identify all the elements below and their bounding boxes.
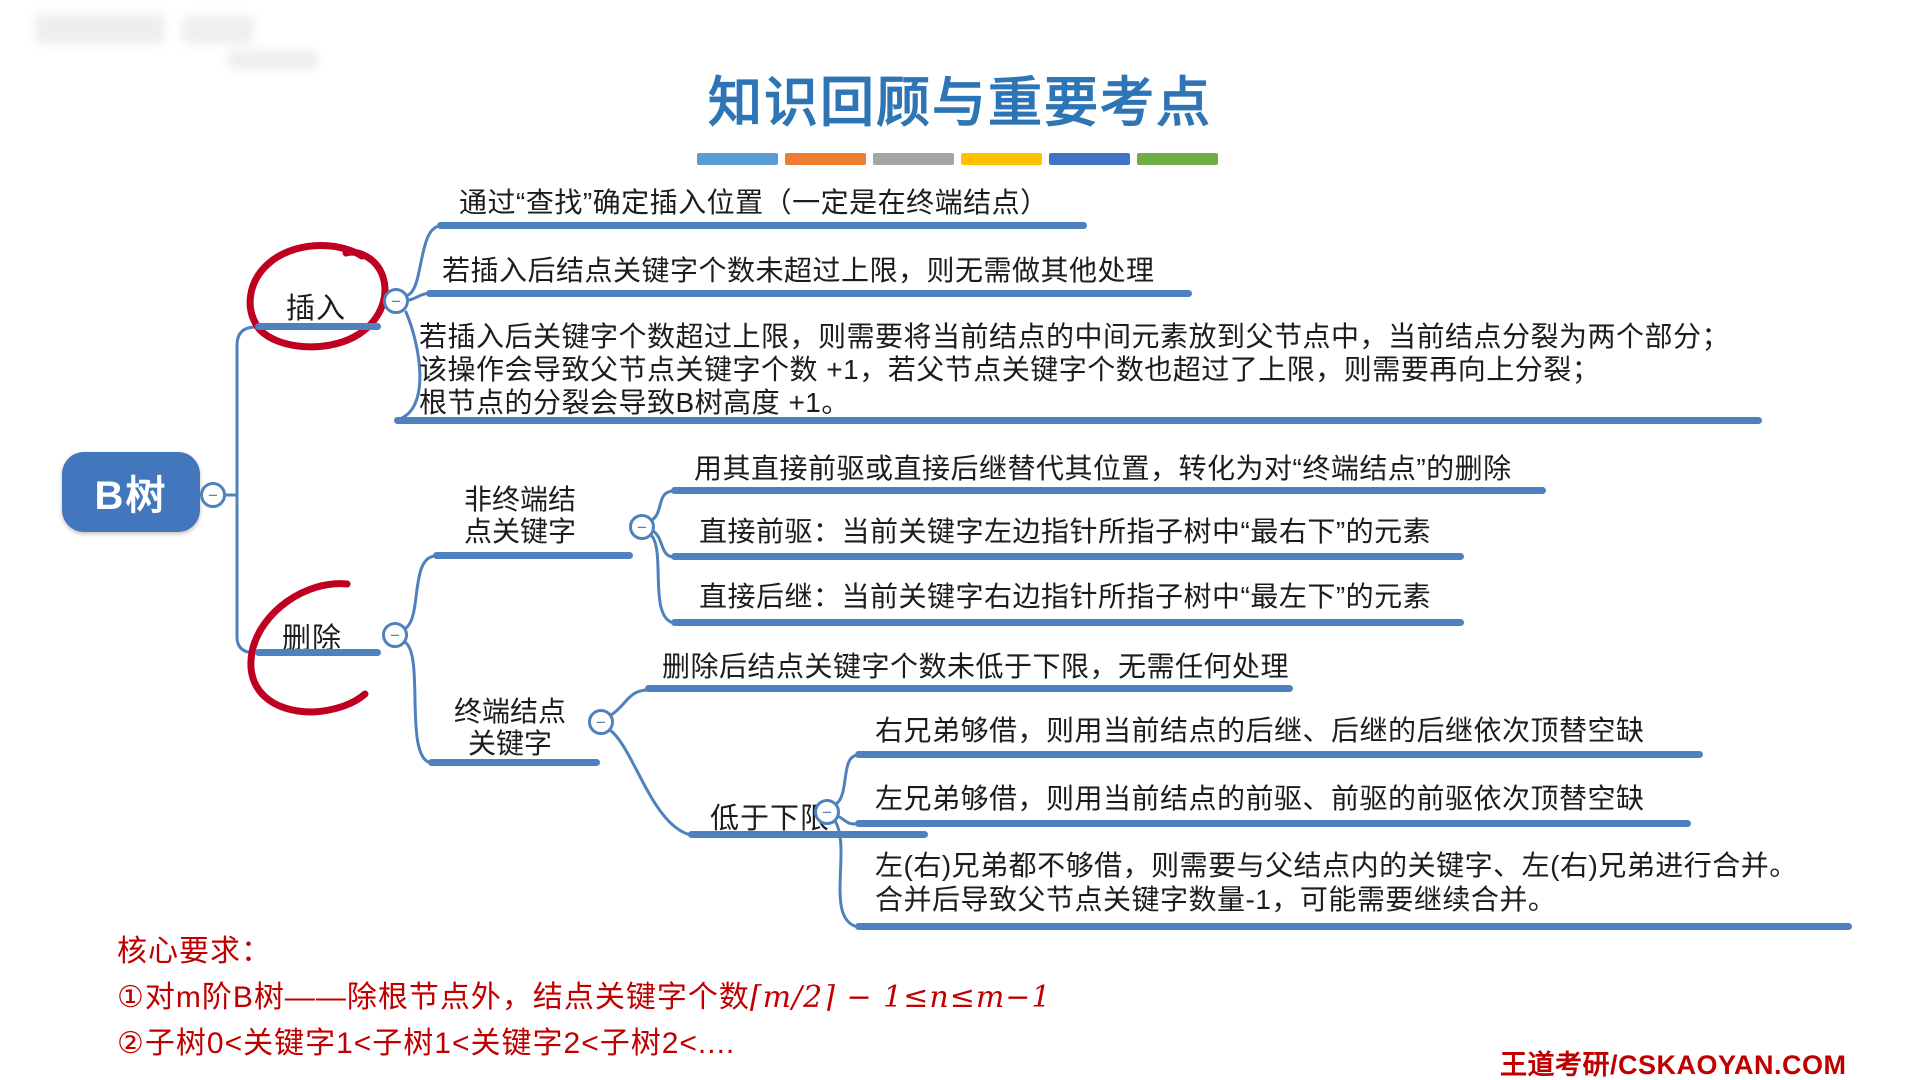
branch-underline bbox=[671, 553, 1464, 560]
core-requirements-title: 核心要求： bbox=[117, 935, 272, 968]
accent-bar bbox=[873, 153, 954, 165]
mindmap-root-node[interactable]: B树 bbox=[62, 452, 200, 532]
minus-icon: − bbox=[391, 291, 401, 311]
brand-watermark: 王道考研/CSKAOYAN.COM bbox=[1500, 1050, 1847, 1080]
node-terminal-label[interactable]: 终端结点 关键字 bbox=[453, 696, 566, 759]
branch-line bbox=[609, 688, 650, 717]
branch-underline bbox=[855, 751, 1703, 758]
minus-icon: − bbox=[596, 712, 606, 732]
branch-underline bbox=[437, 222, 1087, 229]
node-nonterminal-label[interactable]: 非终端结 点关键字 bbox=[463, 484, 576, 547]
leaf-nonterminal-3[interactable]: 直接后继：当前关键字右边指针所指子树中“最左下”的元素 bbox=[699, 581, 1432, 612]
collapse-toggle-below-limit[interactable]: − bbox=[814, 799, 840, 825]
leaf-insert-2[interactable]: 若插入后结点关键字个数未超过上限，则无需做其他处理 bbox=[442, 255, 1155, 286]
leaf-nonterminal-2[interactable]: 直接前驱：当前关键字左边指针所指子树中“最右下”的元素 bbox=[699, 516, 1432, 547]
minus-icon: − bbox=[208, 485, 218, 505]
branch-underline bbox=[645, 685, 1293, 692]
collapse-toggle-root[interactable]: − bbox=[200, 482, 226, 508]
branch-underline bbox=[671, 487, 1546, 494]
minus-icon: − bbox=[637, 517, 647, 537]
leaf-insert-1[interactable]: 通过“查找”确定插入位置（一定是在终端结点） bbox=[459, 187, 1049, 218]
core-requirement-rule2: ②子树0<关键字1<子树1<关键字2<子树2<.... bbox=[117, 1027, 736, 1060]
branch-line bbox=[395, 310, 422, 422]
branch-underline bbox=[433, 552, 633, 559]
branch-underline bbox=[255, 323, 381, 330]
collapse-toggle-delete[interactable]: − bbox=[382, 622, 408, 648]
leaf-below-limit-1[interactable]: 右兄弟够借，则用当前结点的后继、后继的后继依次顶替空缺 bbox=[875, 715, 1645, 746]
branch-line bbox=[404, 641, 433, 765]
branch-underline bbox=[428, 759, 600, 766]
watermark-smudge bbox=[182, 16, 254, 44]
accent-bar bbox=[697, 153, 778, 165]
branch-line bbox=[608, 728, 693, 837]
leaf-terminal-1[interactable]: 删除后结点关键字个数未低于下限，无需任何处理 bbox=[662, 651, 1290, 682]
title-accent-bars bbox=[697, 153, 1218, 165]
watermark-smudge bbox=[35, 14, 165, 44]
rule1-text: ①对m阶B树——除根节点外，结点关键字个数 bbox=[117, 981, 750, 1014]
accent-bar bbox=[1049, 153, 1130, 165]
leaf-below-limit-3[interactable]: 左(右)兄弟都不够借，则需要与父结点内的关键字、左(右)兄弟进行合并。 合并后导… bbox=[875, 850, 1798, 915]
rule1-formula: ⌈m/2⌉ − 1≤n≤m−1 bbox=[749, 980, 1052, 1015]
branch-underline bbox=[855, 923, 1852, 930]
leaf-below-limit-2[interactable]: 左兄弟够借，则用当前结点的前驱、前驱的前驱依次顶替空缺 bbox=[875, 783, 1645, 814]
node-insert-label[interactable]: 插入 bbox=[286, 293, 347, 325]
page-title: 知识回顾与重要考点 bbox=[708, 73, 1212, 133]
branch-underline bbox=[426, 290, 1192, 297]
collapse-toggle-terminal[interactable]: − bbox=[588, 709, 614, 735]
leaf-nonterminal-1[interactable]: 用其直接前驱或直接后继替代其位置，转化为对“终端结点”的删除 bbox=[694, 453, 1512, 484]
branch-underline bbox=[394, 417, 1762, 424]
node-below-limit-label[interactable]: 低于下限 bbox=[710, 803, 831, 835]
branch-line bbox=[235, 325, 258, 655]
branch-line bbox=[834, 753, 860, 806]
branch-underline bbox=[255, 649, 381, 656]
branch-line bbox=[649, 533, 676, 625]
branch-line bbox=[650, 489, 676, 522]
branch-line bbox=[404, 554, 438, 630]
collapse-toggle-insert[interactable]: − bbox=[383, 288, 409, 314]
accent-bar bbox=[1137, 153, 1218, 165]
watermark-smudge bbox=[228, 50, 318, 70]
branch-line bbox=[651, 529, 676, 559]
branch-underline bbox=[855, 820, 1691, 827]
minus-icon: − bbox=[822, 802, 832, 822]
collapse-toggle-nonterminal[interactable]: − bbox=[629, 514, 655, 540]
minus-icon: − bbox=[390, 625, 400, 645]
branch-line bbox=[406, 224, 443, 297]
core-requirement-rule1: ①对m阶B树——除根节点外，结点关键字个数⌈m/2⌉ − 1≤n≤m−1 bbox=[117, 972, 1052, 1016]
branch-underline bbox=[688, 831, 928, 838]
accent-bar bbox=[961, 153, 1042, 165]
leaf-insert-3[interactable]: 若插入后关键字个数超过上限，则需要将当前结点的中间元素放到父节点中，当前结点分裂… bbox=[419, 321, 1731, 418]
branch-underline bbox=[671, 619, 1464, 626]
accent-bar bbox=[785, 153, 866, 165]
